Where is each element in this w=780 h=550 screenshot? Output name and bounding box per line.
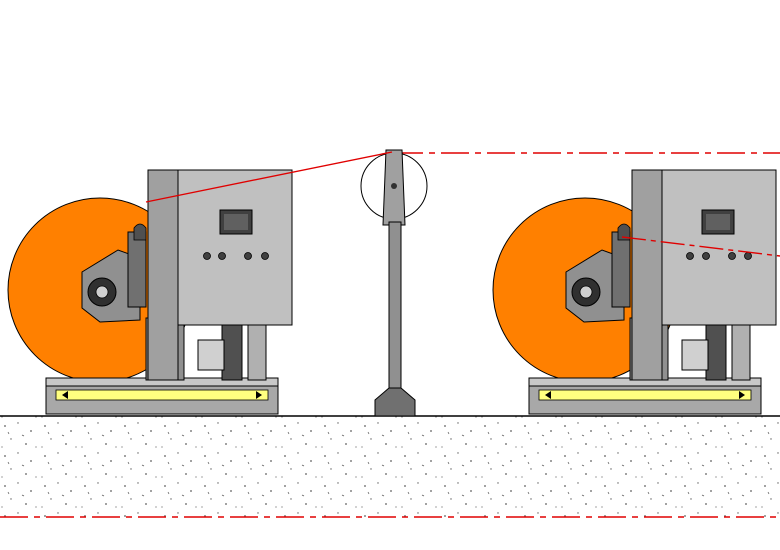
post-foot <box>374 387 416 417</box>
left-yellow-guide-rail-icon <box>55 389 269 401</box>
left-control-buttons <box>203 252 269 260</box>
left-button-4 <box>261 252 269 260</box>
left-rear-leg <box>247 324 267 381</box>
right-display-glass <box>706 214 730 230</box>
center-guide-pulley-post-icon <box>360 149 428 417</box>
left-display-glass <box>224 214 248 230</box>
ground-fill <box>0 416 780 520</box>
left-hub-center <box>95 285 109 299</box>
left-motor-box <box>197 339 225 371</box>
right-hub-center <box>579 285 593 299</box>
left-button-2 <box>218 252 226 260</box>
right-reel-unit <box>492 169 777 415</box>
left-drive-shaft <box>221 324 243 381</box>
left-cabinet-side <box>147 169 179 381</box>
right-yellow-guide-rail-icon <box>538 389 752 401</box>
right-motor-box <box>681 339 709 371</box>
right-rear-leg <box>731 324 751 381</box>
right-drive-shaft <box>705 324 727 381</box>
left-button-3 <box>244 252 252 260</box>
pulley-axle <box>391 183 397 189</box>
left-reel-unit <box>7 169 293 415</box>
right-control-buttons <box>686 252 752 260</box>
left-hub-bracket <box>127 231 147 308</box>
post-shaft <box>388 221 402 395</box>
right-cable-run <box>621 236 780 257</box>
ground <box>0 415 780 520</box>
left-button-1 <box>203 252 211 260</box>
right-control-cabinet-icon <box>661 169 777 326</box>
left-control-cabinet-icon <box>177 169 293 326</box>
right-cabinet-side <box>631 169 663 381</box>
left-cable-guide <box>133 223 147 241</box>
right-button-2 <box>702 252 710 260</box>
left-cable-to-pulley <box>145 151 393 203</box>
right-hub-bracket <box>611 231 631 308</box>
right-button-1 <box>686 252 694 260</box>
right-button-4 <box>744 252 752 260</box>
right-button-3 <box>728 252 736 260</box>
